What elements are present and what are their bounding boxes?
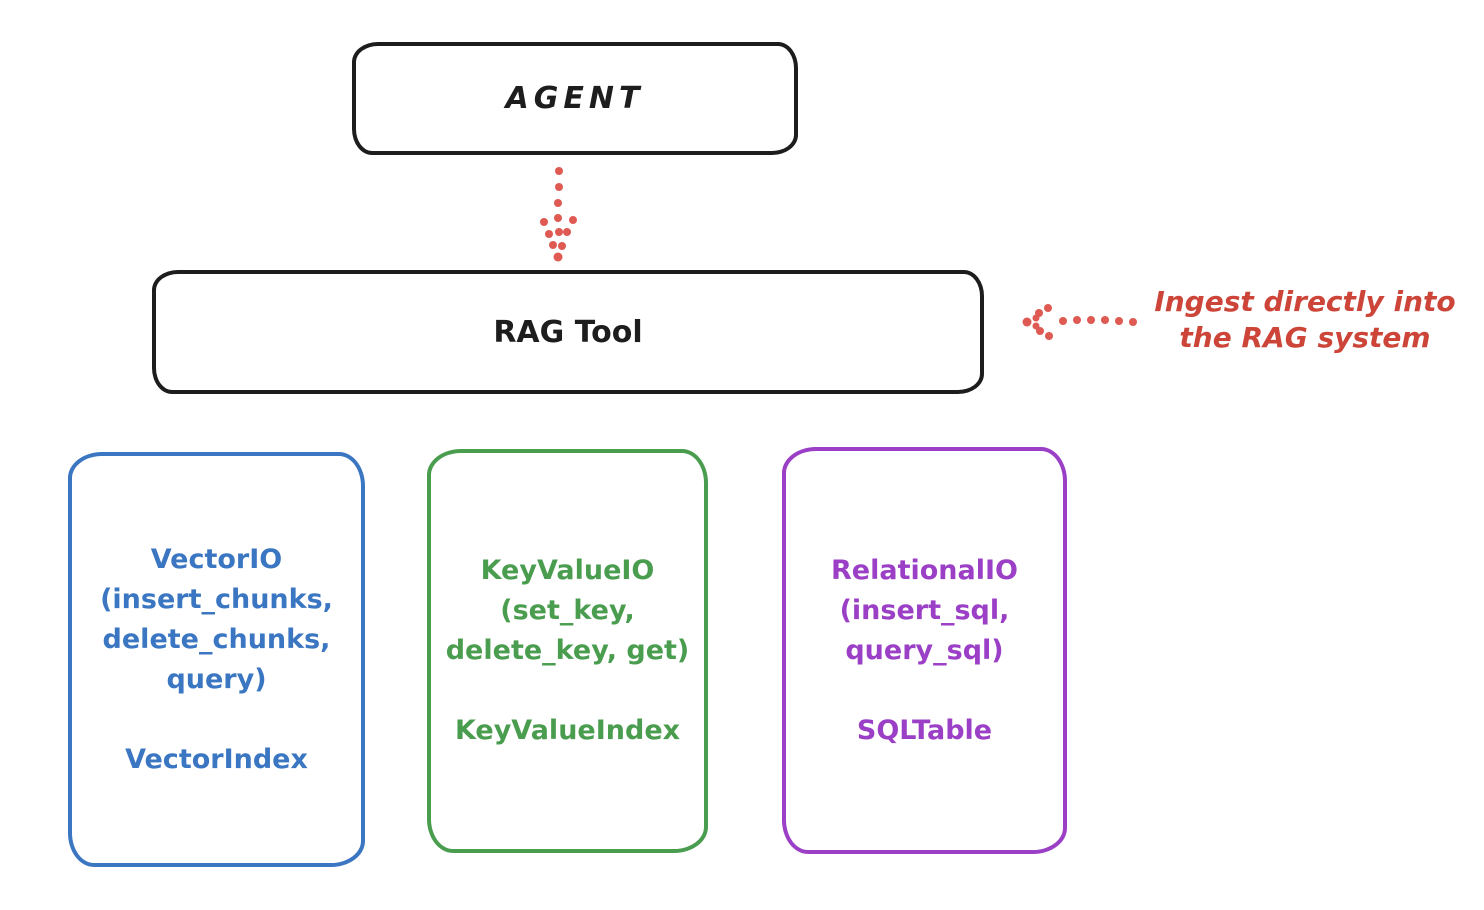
vector-io-line: delete_chunks, — [102, 623, 331, 655]
relational-io-lines: RelationalIO (insert_sql, query_sql) — [831, 551, 1018, 671]
agent-label: AGENT — [505, 81, 645, 116]
ingest-arrow — [1022, 304, 1137, 340]
keyvalue-io-line: delete_key, get) — [445, 635, 690, 666]
keyvalue-io-node: KeyValueIO (set_key, delete_key, get) Ke… — [427, 449, 708, 853]
keyvalue-io-lines: KeyValueIO (set_key, delete_key, get) — [446, 551, 690, 671]
keyvalue-io-line: (set_key, — [500, 595, 635, 626]
relational-io-line: query_sql) — [845, 634, 1004, 666]
vector-io-line: (insert_chunks, — [100, 583, 333, 615]
relational-io-node: RelationalIO (insert_sql, query_sql) SQL… — [782, 447, 1067, 854]
keyvalue-index-label: KeyValueIndex — [454, 715, 681, 746]
vector-io-node: VectorIO (insert_chunks, delete_chunks, … — [68, 452, 365, 867]
rag-tool-node: RAG Tool — [152, 270, 984, 394]
keyvalue-io-line: KeyValueIO — [480, 555, 655, 586]
vector-index-label: VectorIndex — [125, 743, 308, 775]
ingest-annotation: Ingest directly into the RAG system — [1125, 284, 1484, 356]
rag-tool-label: RAG Tool — [493, 314, 643, 350]
relational-io-line: (insert_sql, — [839, 594, 1010, 626]
sql-table-label: SQLTable — [856, 714, 993, 746]
ingest-annotation-line2: the RAG system — [1179, 320, 1431, 354]
relational-io-line: RelationalIO — [831, 554, 1018, 586]
vector-io-line: query) — [166, 663, 267, 695]
ingest-annotation-line1: Ingest directly into — [1154, 285, 1456, 318]
vector-io-lines: VectorIO (insert_chunks, delete_chunks, … — [100, 540, 333, 700]
vector-io-line: VectorIO — [150, 543, 283, 575]
agent-node: AGENT — [352, 42, 798, 155]
agent-to-rag-arrow — [540, 167, 577, 262]
